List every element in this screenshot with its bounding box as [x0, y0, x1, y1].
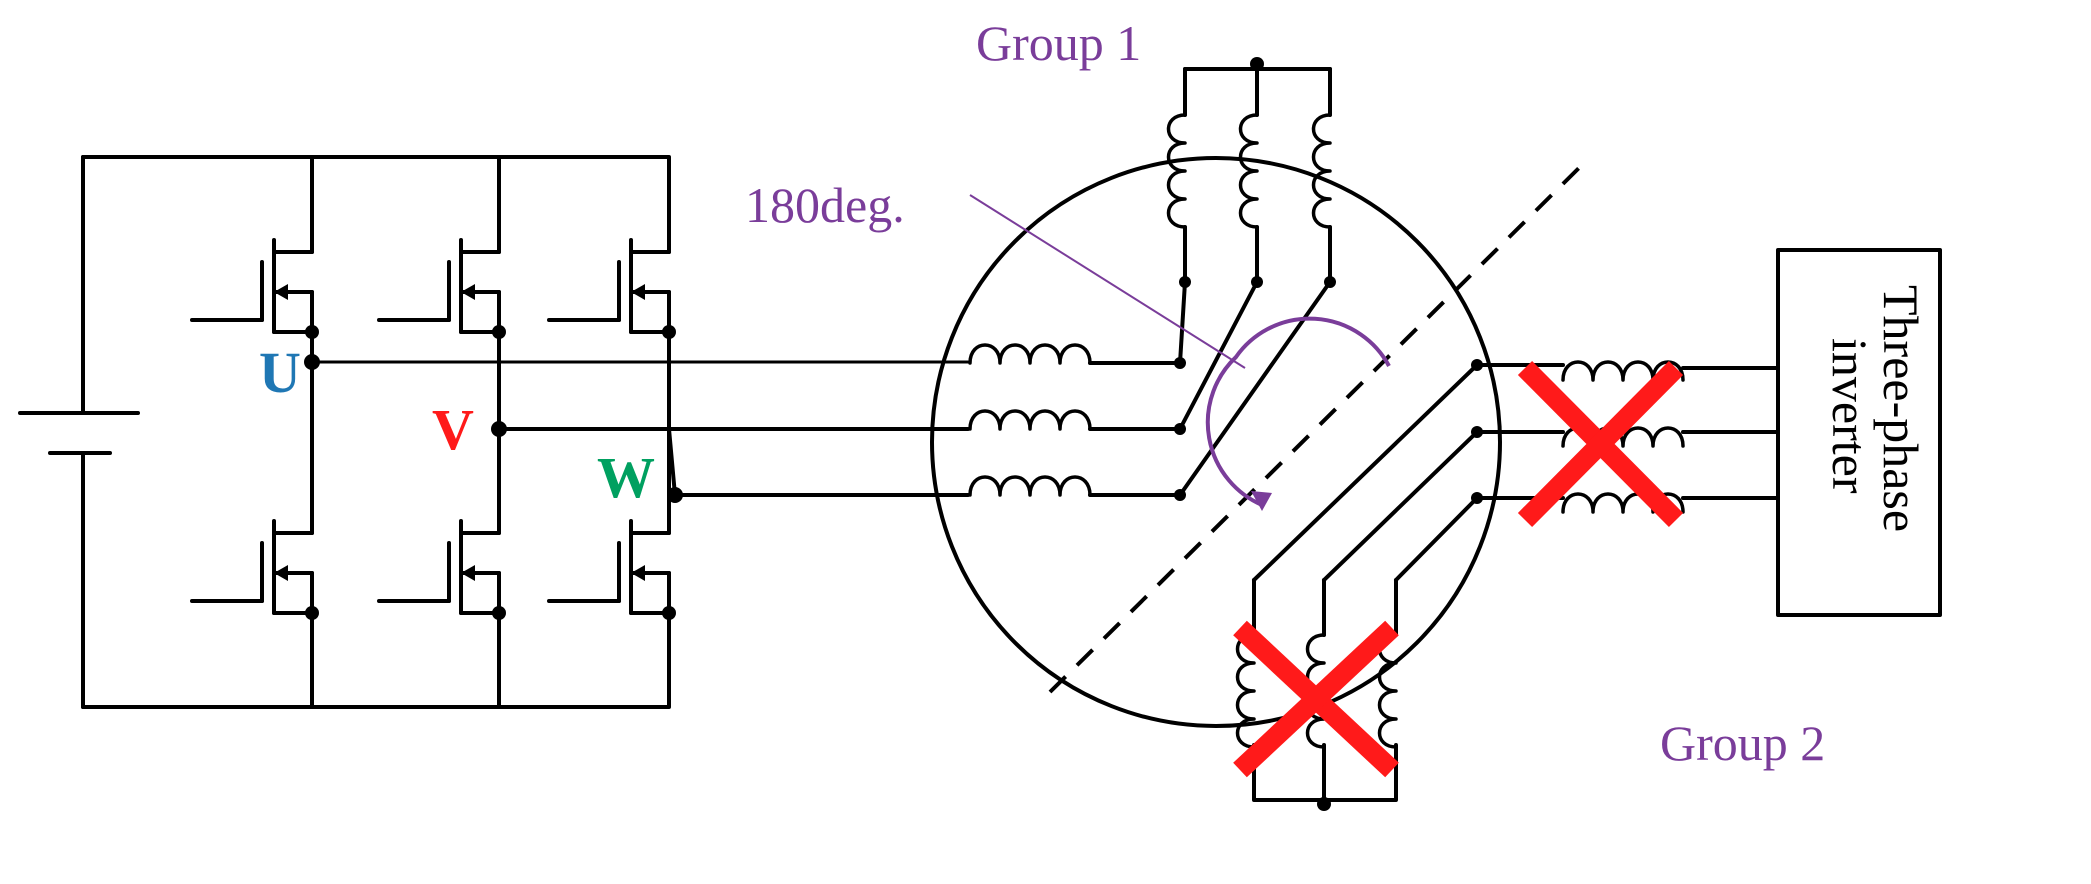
inverter-label-line2: inverter: [1822, 338, 1878, 494]
switch-u-low: [190, 519, 321, 622]
group1-label: Group 1: [976, 15, 1141, 71]
battery-icon: [18, 411, 140, 455]
motor-stator-circle: [930, 156, 1502, 728]
switch-v-low: [377, 519, 508, 622]
phase-label-v: V: [432, 397, 474, 462]
group1-windings: [968, 57, 1336, 501]
dc-bus: [81, 155, 671, 709]
switch-u-high: [190, 238, 321, 341]
inverter-label-line1: Three-phase: [1873, 285, 1929, 532]
group-divider-line: [1048, 160, 1587, 694]
three-phase-inverter-box: [1776, 248, 1942, 617]
angle-annotation: [969, 194, 1391, 511]
phase-label-u: U: [259, 340, 301, 405]
group2-label: Group 2: [1660, 715, 1825, 771]
group2-windings: [1235, 359, 1780, 811]
phase-output-wires: [304, 354, 970, 503]
switch-w-low: [547, 519, 678, 622]
switch-w-high: [547, 238, 678, 341]
red-x-icon: [1233, 620, 1399, 778]
red-x-icon: [1517, 360, 1684, 528]
switch-v-high: [377, 238, 508, 341]
angle-label: 180deg.: [745, 177, 905, 233]
phase-label-w: W: [597, 445, 655, 510]
